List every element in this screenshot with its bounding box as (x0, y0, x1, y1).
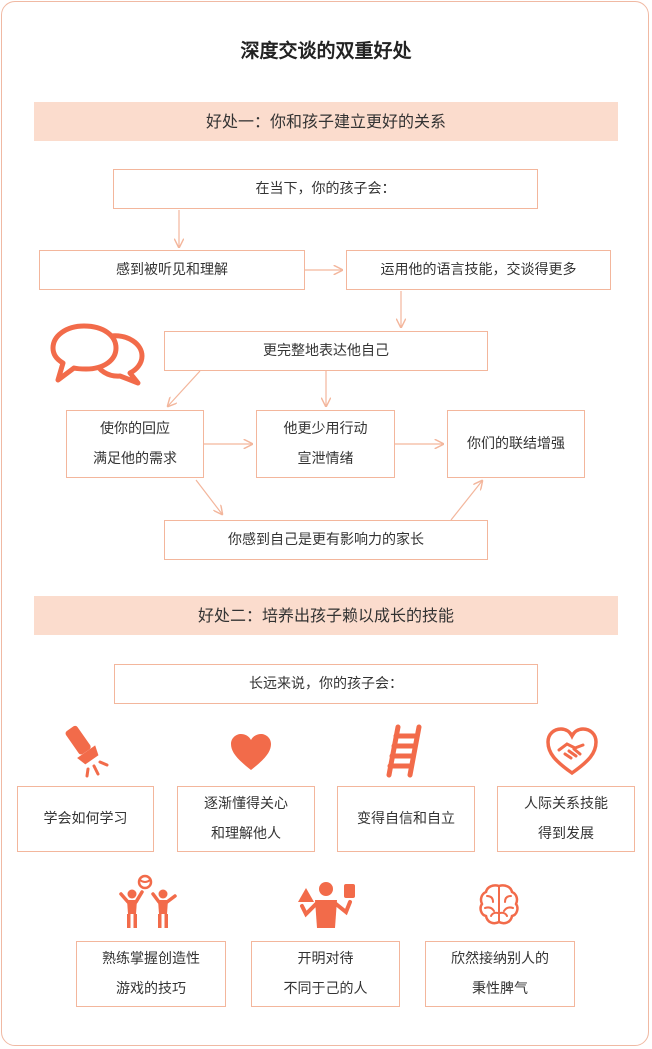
flashlight-icon (65, 725, 109, 778)
speech-bubbles-icon (50, 323, 145, 386)
benefit-one-banner: 好处一：你和孩子建立更好的关系 (34, 102, 618, 141)
benefit-acceptance-line-1: 欣然接纳别人的 (451, 951, 549, 967)
benefit-empathy-line-2: 和理解他人 (211, 826, 281, 842)
benefit-openness-line-1: 开明对待 (297, 951, 354, 967)
express-box: 更完整地表达他自己 (164, 331, 488, 371)
long-term-intro-box: 长远来说，你的孩子会： (114, 664, 538, 704)
language-box: 运用他的语言技能，交谈得更多 (346, 250, 611, 290)
bond-text: 你们的联结增强 (467, 436, 565, 452)
benefit-box-play: 熟练掌握创造性 游戏的技巧 (76, 941, 226, 1007)
benefit-play-line-1: 熟练掌握创造性 (102, 951, 200, 967)
needs-line-2: 满足他的需求 (93, 451, 177, 467)
influence-box: 你感到自己是更有影响力的家长 (164, 520, 488, 560)
benefit-play-line-2: 游戏的技巧 (116, 981, 186, 997)
express-text: 更完整地表达他自己 (263, 343, 389, 359)
long-term-intro-text: 长远来说，你的孩子会： (249, 676, 403, 692)
benefit-two-banner: 好处二：培养出孩子赖以成长的技能 (34, 596, 618, 635)
heard-text: 感到被听见和理解 (116, 262, 228, 278)
now-intro-text: 在当下，你的孩子会： (255, 181, 396, 197)
less-action-line-1: 他更少用行动 (283, 421, 368, 437)
bond-box: 你们的联结增强 (447, 410, 585, 478)
heard-box: 感到被听见和理解 (39, 250, 305, 290)
needs-line-1: 使你的回应 (100, 421, 170, 437)
now-intro-box: 在当下，你的孩子会： (113, 169, 538, 209)
benefit-social-line-1: 人际关系技能 (524, 796, 608, 812)
benefit-box-confidence: 变得自信和自立 (337, 786, 475, 852)
needs-box: 使你的回应 满足他的需求 (66, 410, 204, 478)
less-action-box: 他更少用行动 宣泄情绪 (256, 410, 395, 478)
juggling-shapes-icon (298, 882, 355, 928)
benefit-box-learn: 学会如何学习 (17, 786, 154, 852)
heart-icon (231, 734, 271, 770)
benefit-box-social: 人际关系技能 得到发展 (497, 786, 635, 852)
benefit-acceptance-line-2: 秉性脾气 (472, 981, 528, 997)
benefit-box-openness: 开明对待 不同于己的人 (251, 941, 400, 1007)
brain-icon (479, 884, 519, 925)
page-title: 深度交谈的双重好处 (240, 40, 412, 62)
benefit-confidence-line-1: 变得自信和自立 (357, 811, 455, 827)
language-text: 运用他的语言技能，交谈得更多 (380, 262, 577, 278)
kids-playing-icon (119, 874, 177, 928)
less-action-line-2: 宣泄情绪 (297, 451, 354, 467)
benefit-box-empathy: 逐渐懂得关心 和理解他人 (177, 786, 315, 852)
benefit-social-line-2: 得到发展 (538, 826, 594, 842)
handshake-icon (546, 727, 598, 776)
benefit-learn-line-1: 学会如何学习 (43, 811, 128, 827)
benefit-box-acceptance: 欣然接纳别人的 秉性脾气 (425, 941, 575, 1007)
ladder-icon (386, 724, 422, 778)
benefit-openness-line-2: 不同于己的人 (283, 981, 368, 997)
benefit-empathy-line-1: 逐渐懂得关心 (204, 796, 288, 812)
influence-text: 你感到自己是更有影响力的家长 (228, 532, 424, 548)
